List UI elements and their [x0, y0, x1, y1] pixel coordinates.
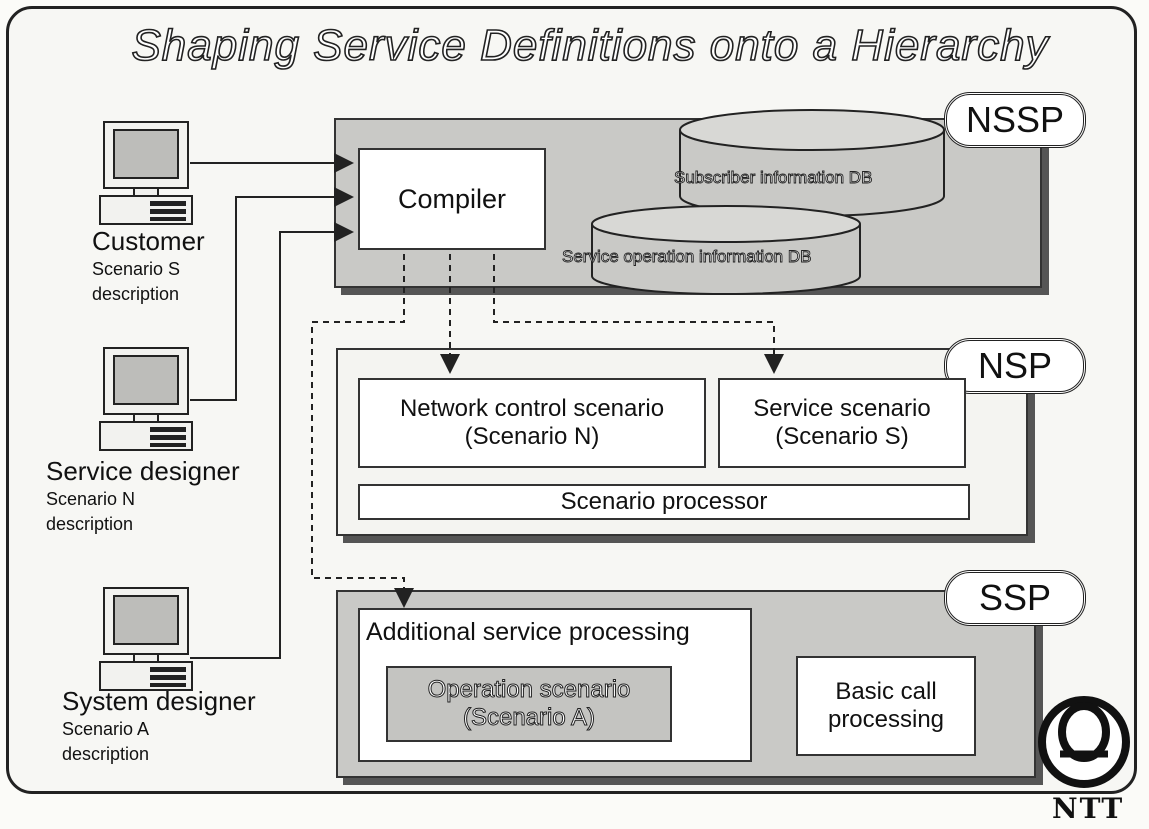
- actor-name: Service designer: [46, 456, 240, 486]
- actor-scenario: Scenario A: [62, 719, 150, 739]
- nssp-label: NSSP: [944, 92, 1086, 148]
- service-scenario-box: Service scenario (Scenario S): [718, 378, 966, 468]
- diagram-title: Shaping Service Definitions onto a Hiera…: [131, 20, 1049, 71]
- compiler-box: Compiler: [358, 148, 546, 250]
- actor-name: Customer: [92, 226, 205, 256]
- actor-customer: Customer Scenario S description: [92, 226, 205, 307]
- compiler-label: Compiler: [397, 183, 507, 214]
- actor-desc: description: [62, 744, 150, 764]
- compiler-distribution-links: [311, 254, 784, 608]
- actor-scenario: Scenario N: [46, 489, 136, 509]
- operation-scenario-label: Operation scenario: [427, 676, 631, 704]
- scenario-processor-box: Scenario processor: [358, 484, 970, 520]
- scenario-processor-label: Scenario processor: [560, 488, 768, 515]
- ntt-logo-icon: [1038, 696, 1130, 788]
- basic-call-processing-box: Basic call processing: [796, 656, 976, 756]
- additional-service-label: Additional service processing: [366, 618, 690, 646]
- network-control-scenario-box: Network control scenario (Scenario N): [358, 378, 706, 468]
- actor-name: System designer: [62, 686, 256, 716]
- network-control-sub: (Scenario N): [464, 423, 600, 450]
- basic-call-label-2: processing: [827, 706, 945, 733]
- ssp-label: SSP: [944, 570, 1086, 626]
- service-scenario-sub: (Scenario S): [775, 423, 909, 450]
- service-designer-computer-icon: [99, 347, 193, 451]
- actor-service-designer: Service designer Scenario N description: [46, 456, 240, 537]
- subscriber-db-icon: [679, 109, 945, 217]
- system-designer-link: [190, 222, 354, 659]
- service-designer-link: [190, 187, 354, 401]
- ntt-logo-text: NTT: [1052, 792, 1125, 825]
- customer-computer-icon: [99, 121, 193, 225]
- operation-scenario-sub: (Scenario A): [462, 704, 596, 732]
- actor-desc: description: [46, 514, 134, 534]
- service-db-label: Service operation information DB: [562, 247, 812, 267]
- actor-scenario: Scenario S: [92, 259, 181, 279]
- subscriber-db-label: Subscriber information DB: [674, 168, 873, 188]
- basic-call-label-1: Basic call: [835, 678, 937, 705]
- operation-scenario-box: Operation scenario (Scenario A): [386, 666, 672, 742]
- service-scenario-label: Service scenario: [753, 395, 931, 422]
- system-designer-computer-icon: [99, 587, 193, 691]
- nsp-label: NSP: [944, 338, 1086, 394]
- actor-system-designer: System designer Scenario A description: [62, 686, 256, 767]
- actor-desc: description: [92, 284, 180, 304]
- network-control-label: Network control scenario: [399, 395, 665, 422]
- service-db-icon: [591, 205, 861, 295]
